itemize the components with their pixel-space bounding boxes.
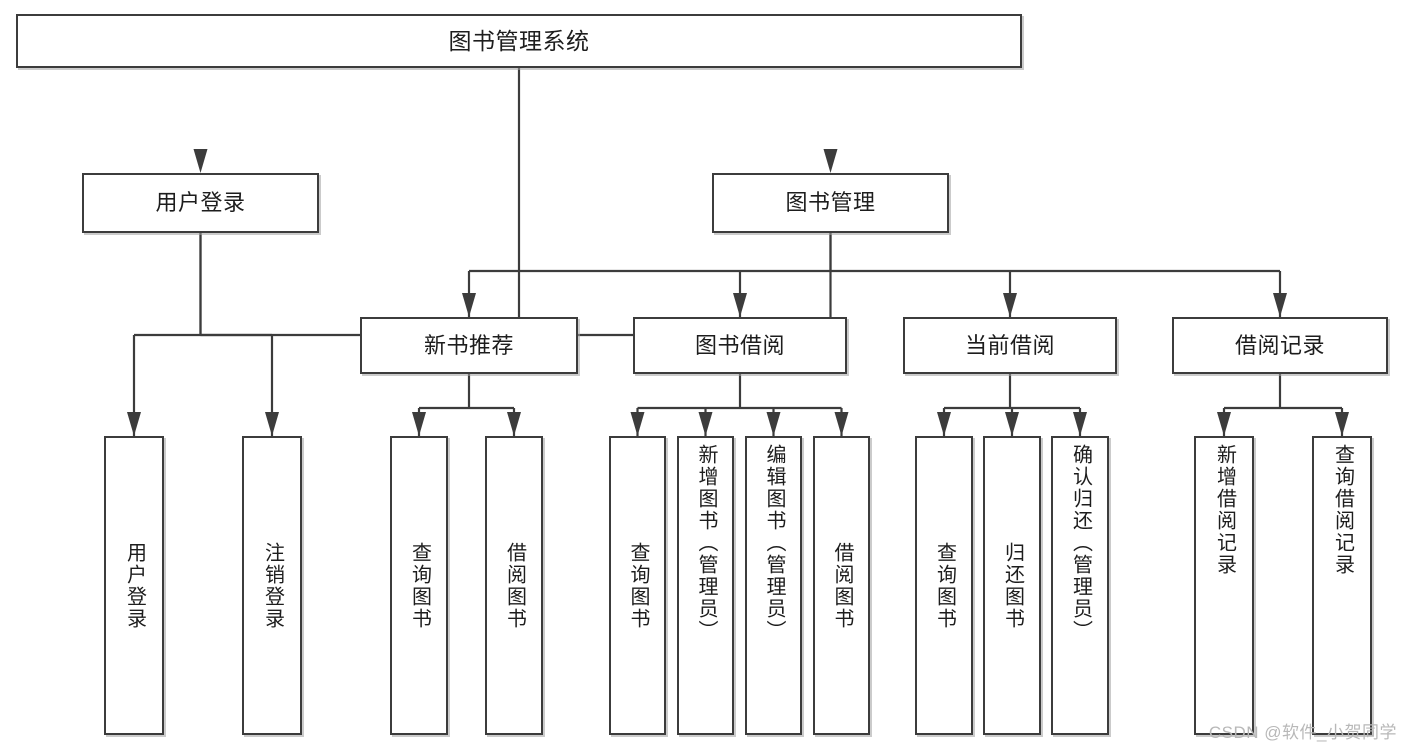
node-label: 用户登录 [155, 190, 246, 216]
node-label: 新书推荐 [423, 332, 514, 358]
node-label: 用户登录 [123, 541, 146, 630]
node-label: 注销登录 [261, 541, 284, 630]
connector-arrowhead [127, 412, 141, 436]
connector-arrowhead [193, 149, 208, 173]
node-leaf-new-1[interactable]: 查询图书 [390, 436, 448, 735]
node-label: 查询图书 [627, 541, 649, 630]
node-root[interactable]: 图书管理系统 [16, 14, 1022, 68]
node-leaf-cur-2[interactable]: 归还图书 [983, 436, 1041, 735]
node-newbook[interactable]: 新书推荐 [360, 317, 578, 374]
node-leaf-bor-1[interactable]: 查询图书 [609, 436, 666, 735]
node-leaf-bor-3[interactable]: 编辑图书（管理员） [745, 436, 802, 735]
node-leaf-cur-1[interactable]: 查询图书 [915, 436, 973, 735]
node-label: 图书管理 [785, 190, 876, 216]
node-bookmgmt[interactable]: 图书管理 [712, 173, 949, 233]
node-leaf-rec-2[interactable]: 查询借阅记录 [1312, 436, 1372, 735]
connector-arrowhead [834, 412, 849, 436]
node-label: 归还图书 [1001, 541, 1024, 630]
node-label: 新增借阅记录 [1213, 444, 1236, 576]
node-label: 查询借阅记录 [1331, 444, 1354, 576]
node-login[interactable]: 用户登录 [82, 173, 319, 233]
node-leaf-bor-4[interactable]: 借阅图书 [813, 436, 870, 735]
connector-arrowhead [823, 149, 838, 173]
node-label: 新增图书（管理员） [695, 444, 717, 642]
node-label: 图书管理系统 [448, 27, 590, 54]
node-leaf-login-2[interactable]: 注销登录 [242, 436, 302, 735]
node-leaf-cur-3[interactable]: 确认归还（管理员） [1051, 436, 1109, 735]
connector-arrowhead [698, 412, 713, 436]
node-leaf-rec-1[interactable]: 新增借阅记录 [1194, 436, 1254, 735]
connector-arrowhead [412, 412, 426, 436]
connector-arrowhead [507, 412, 521, 436]
node-label: 当前借阅 [964, 332, 1055, 358]
connector-arrowhead [937, 412, 951, 436]
node-records[interactable]: 借阅记录 [1172, 317, 1388, 374]
connector-arrowhead [733, 293, 747, 317]
node-label: 借阅记录 [1234, 332, 1325, 358]
connector-arrowhead [630, 412, 645, 436]
node-label: 借阅图书 [503, 541, 526, 630]
connector-arrowhead [265, 412, 279, 436]
connector-arrowhead [1273, 293, 1287, 317]
node-current[interactable]: 当前借阅 [903, 317, 1117, 374]
watermark-label: CSDN @软件_小贺同学 [1208, 723, 1397, 742]
connector-arrowhead [766, 412, 781, 436]
connector-arrowhead [1335, 412, 1349, 436]
connector-arrowhead [1005, 412, 1019, 436]
node-leaf-bor-2[interactable]: 新增图书（管理员） [677, 436, 734, 735]
node-label: 借阅图书 [831, 541, 853, 630]
node-leaf-new-2[interactable]: 借阅图书 [485, 436, 543, 735]
connector-arrowhead [1073, 412, 1087, 436]
node-borrow[interactable]: 图书借阅 [633, 317, 847, 374]
node-label: 查询图书 [933, 541, 956, 630]
connector-arrowhead [1217, 412, 1231, 436]
node-label: 确认归还（管理员） [1069, 444, 1092, 642]
node-leaf-login-1[interactable]: 用户登录 [104, 436, 164, 735]
node-label: 图书借阅 [694, 332, 785, 358]
connector-arrowhead [462, 293, 476, 317]
node-label: 编辑图书（管理员） [763, 444, 785, 642]
connector-arrowhead [1003, 293, 1017, 317]
node-label: 查询图书 [408, 541, 431, 630]
